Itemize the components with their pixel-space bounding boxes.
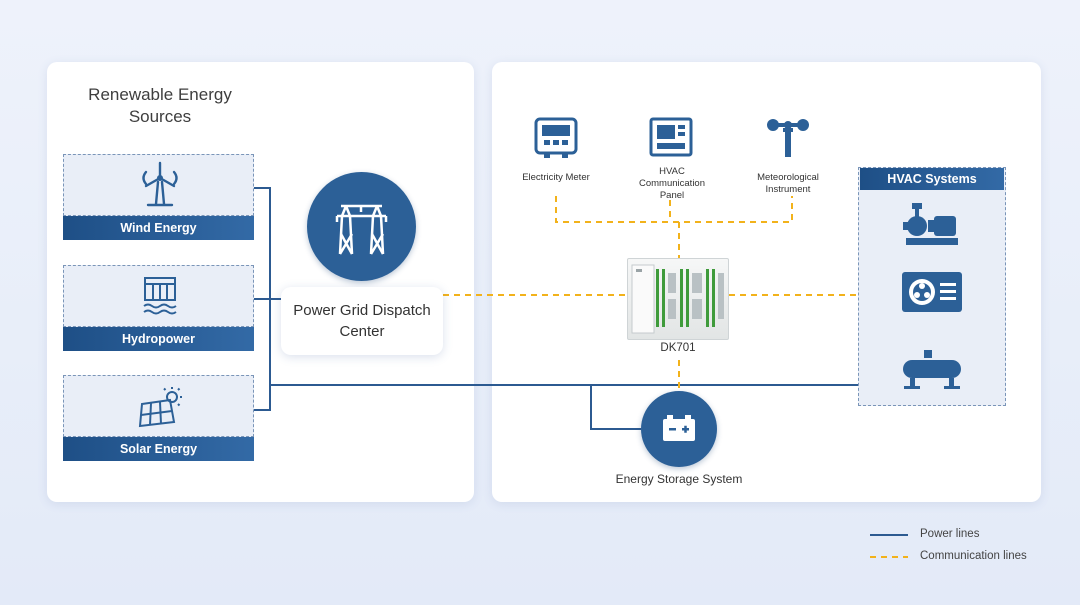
legend-comm-label: Communication lines	[920, 550, 1027, 562]
energy-storage-node	[641, 391, 717, 467]
hydropower-box	[63, 265, 254, 327]
hvac-panel-label: HVAC Communication Panel	[639, 166, 705, 201]
hvac-panel-icon	[649, 117, 693, 157]
anemometer-label: Meteorological Instrument	[757, 172, 819, 195]
dispatch-center-label: Power Grid Dispatch Center	[281, 287, 443, 355]
transmission-tower-icon	[335, 204, 388, 255]
solar-energy-box	[63, 375, 254, 437]
power-line-storage	[590, 385, 641, 430]
hydropower-label: Hydropower	[63, 327, 254, 351]
tank-icon	[903, 350, 961, 389]
wind-energy-label: Wind Energy	[63, 216, 254, 240]
ac-outdoor-unit-icon	[902, 272, 962, 312]
pump-motor-icon	[903, 203, 958, 245]
solar-panel-icon	[138, 387, 182, 428]
dispatch-center-text: Power Grid Dispatch Center	[293, 302, 431, 340]
dk701-label: DK701	[660, 342, 696, 354]
battery-icon	[663, 415, 695, 441]
electricity-meter-label: Electricity Meter	[522, 172, 590, 183]
legend-swatches	[870, 534, 908, 558]
electricity-meter-icon	[534, 117, 578, 158]
controller-module-icon	[631, 264, 724, 334]
legend-power-label: Power lines	[920, 528, 980, 540]
energy-storage-label: Energy Storage System	[615, 472, 743, 486]
wind-turbine-icon	[142, 161, 178, 207]
hvac-systems-title: HVAC Systems	[860, 168, 1004, 190]
anemometer-icon	[767, 119, 809, 157]
comm-line-devices-bus	[555, 196, 793, 223]
sources-title: Renewable Energy Sources	[88, 85, 232, 126]
dk701-controller	[627, 258, 729, 340]
solar-energy-label: Solar Energy	[63, 437, 254, 461]
hydropower-dam-icon	[143, 277, 177, 315]
dispatch-center-node	[307, 172, 416, 281]
